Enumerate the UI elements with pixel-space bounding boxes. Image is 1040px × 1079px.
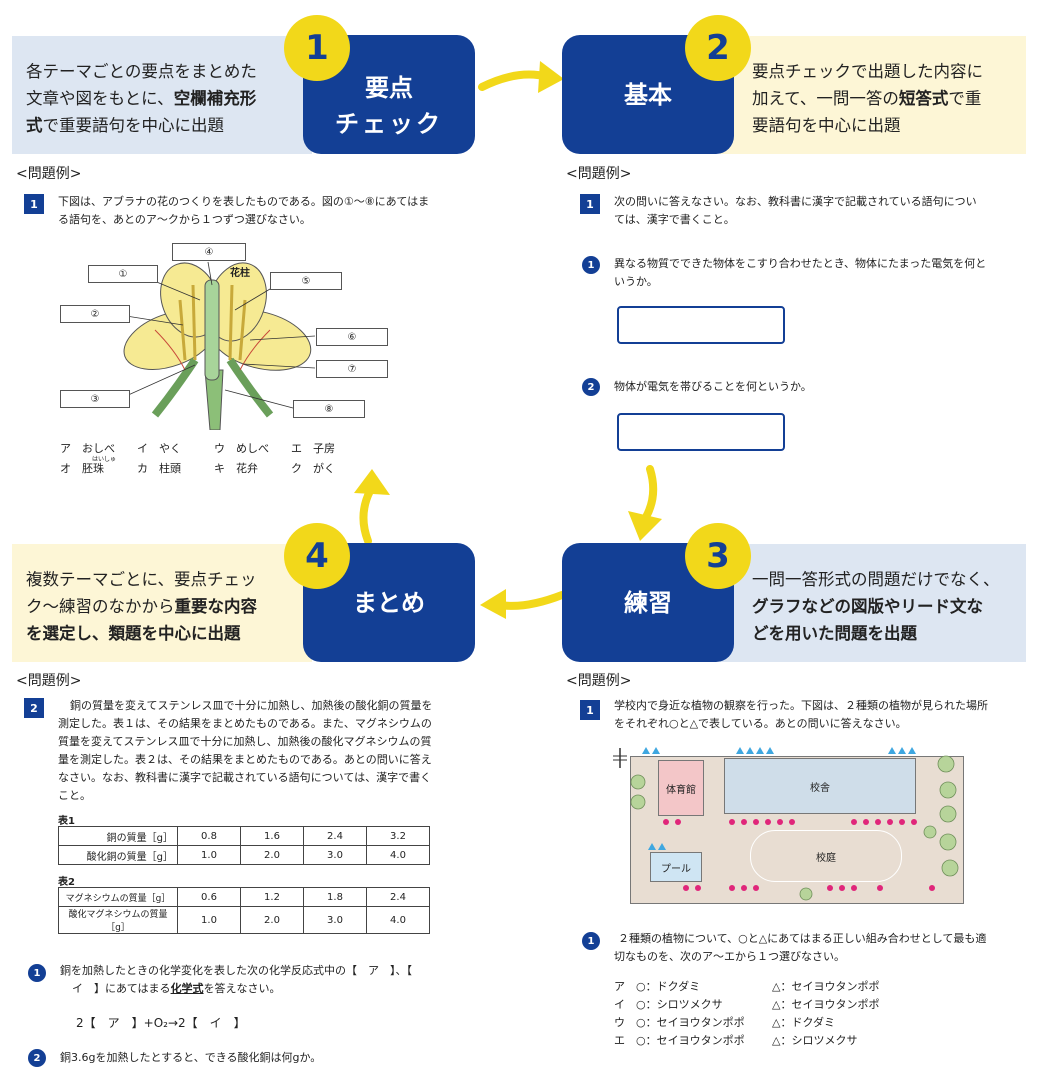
flower-label-6: ⑥ [316,328,388,346]
sub-question-number: 2 [28,1049,46,1067]
section1-title-line2: チェック [335,109,443,138]
flower-label-4: ④ [172,243,246,261]
flower-label-7: ⑦ [316,360,388,378]
sub-question-text: ２種類の植物について、○と△にあてはまる正しい組み合わせとして最も適切なものを、… [614,932,987,963]
sub-question-text: 銅3.6gを加熱したとすると、できる酸化銅は何gか。 [60,1051,322,1064]
arrow-up-icon [354,469,390,545]
map-school-building: 校舎 [724,758,916,814]
section4-number-badge: 4 [284,523,350,589]
table2-label: 表2 [58,877,75,888]
example-label-1: <問題例> [16,166,82,182]
section1-title-line1: 要点 [365,73,413,102]
question-number: 1 [24,194,44,214]
flower-label-1: ① [88,265,158,283]
question-number: 2 [24,698,44,718]
flower-choices-row1: ア おしべ イ やく ウ めしべ エ 子房 [60,442,335,455]
choice-u: ウ ○：セイヨウタンポポ [614,1016,745,1029]
section3-title: 練習 [624,588,672,617]
arrow-down-icon [628,465,662,541]
choice-a-triangle: △：セイヨウタンポポ [772,980,880,993]
sub-question-number: 1 [582,256,600,274]
section2-background [720,36,1026,154]
question-number: 1 [580,700,600,720]
table-row: 酸化銅の質量［g］ 1.0 2.0 3.0 4.0 [58,845,430,865]
arrow-right-icon [478,61,564,93]
section1-background [12,36,312,154]
flower-label-3: ③ [60,390,130,408]
answer-box[interactable] [617,413,785,451]
choice-u-triangle: △：ドクダミ [772,1016,836,1029]
table1-label: 表1 [58,816,75,827]
map-pool: プール [650,852,702,882]
arrow-left-icon [480,589,566,619]
choice-i: イ ○：シロツメクサ [614,998,723,1011]
section3-description: 一問一答形式の問題だけでなく、 グラフなどの図版やリード文な どを用いた問題を出… [752,570,1000,643]
example-label-4: <問題例> [16,673,82,689]
sub-question-text: 銅を加熱したときの化学変化を表した次の化学反応式中の【 ア 】、【 イ 】にあて… [60,964,412,995]
choice-i-triangle: △：セイヨウタンポポ [772,998,880,1011]
section1-number-badge: 1 [284,15,350,81]
table2: マグネシウムの質量［g］ 0.6 1.2 1.8 2.4 酸化マグネシウムの質量… [58,887,430,934]
question-number: 1 [580,194,600,214]
section2-title-box: 基本 [562,35,734,154]
section4-title: まとめ [353,588,425,617]
example-label-2: <問題例> [566,166,632,182]
sub-question-text: 異なる物質でできた物体をこすり合わせたとき、物体にたまった電気を何というか。 [614,257,987,288]
north-icon [613,748,627,768]
section2-description: 要点チェックで出題した内容に 加えて、一問一答の短答式で重 要語句を中心に出題 [752,62,983,135]
chemical-equation: 2【 ア 】+O₂→2【 イ 】 [76,1016,246,1030]
choice-a: ア ○：ドクダミ [614,980,701,993]
example-label-3: <問題例> [566,673,632,689]
sub-question-number: 1 [582,932,600,950]
section3-number-badge: 3 [685,523,751,589]
question-text: 銅の質量を変えてステンレス皿で十分に加熱し、加熱後の酸化銅の質量を 測定した。表… [58,699,433,802]
flower-choices-row2: オ 胚珠 カ 柱頭 キ 花弁 ク がく [60,462,335,475]
table1: 銅の質量［g］ 0.8 1.6 2.4 3.2 酸化銅の質量［g］ 1.0 2.… [58,826,430,865]
section4-description: 複数テーマごとに、要点チェッ ク〜練習のなかから重要な内容 を選定し、類題を中心… [26,570,257,643]
map-markers [630,747,959,901]
sub-question-text: 物体が電気を帯びることを何というか。 [614,380,812,393]
section2-title: 基本 [624,80,672,109]
ruby-annotation: はいしゅ [92,456,117,463]
map-gym: 体育館 [658,760,704,816]
map-schoolyard: 校庭 [750,830,902,882]
question-text: 下図は、アブラナの花のつくりを表したものである。図の①〜⑧にあてはまる語句を、あ… [58,195,430,226]
table-row: 銅の質量［g］ 0.8 1.6 2.4 3.2 [58,826,430,846]
flower-diagram [116,261,316,430]
flower-label-8: ⑧ [293,400,365,418]
section4-background [12,544,312,662]
section3-background [720,544,1026,662]
pistil-label: 花柱 [230,268,250,279]
answer-box[interactable] [617,306,785,344]
flower-label-5: ⑤ [270,272,342,290]
table-row: 酸化マグネシウムの質量［g］ 1.0 2.0 3.0 4.0 [58,906,430,934]
section2-number-badge: 2 [685,15,751,81]
section4-title-box: まとめ [303,543,475,662]
sub-question-number: 2 [582,378,600,396]
choice-e: エ ○：セイヨウタンポポ [614,1034,745,1047]
sub-question-number: 1 [28,964,46,982]
section1-description: 各テーマごとの要点をまとめた 文章や図をもとに、空欄補充形 式で重要語句を中心に… [26,62,257,135]
choice-e-triangle: △：シロツメクサ [772,1034,858,1047]
table-row: マグネシウムの質量［g］ 0.6 1.2 1.8 2.4 [58,887,430,907]
question-text: 学校内で身近な植物の観察を行った。下図は、２種類の植物が見られた場所をそれぞれ○… [614,699,988,730]
flower-label-2: ② [60,305,130,323]
question-text: 次の問いに答えなさい。なお、教科書に漢字で記載されている語句については、漢字で書… [614,195,977,226]
